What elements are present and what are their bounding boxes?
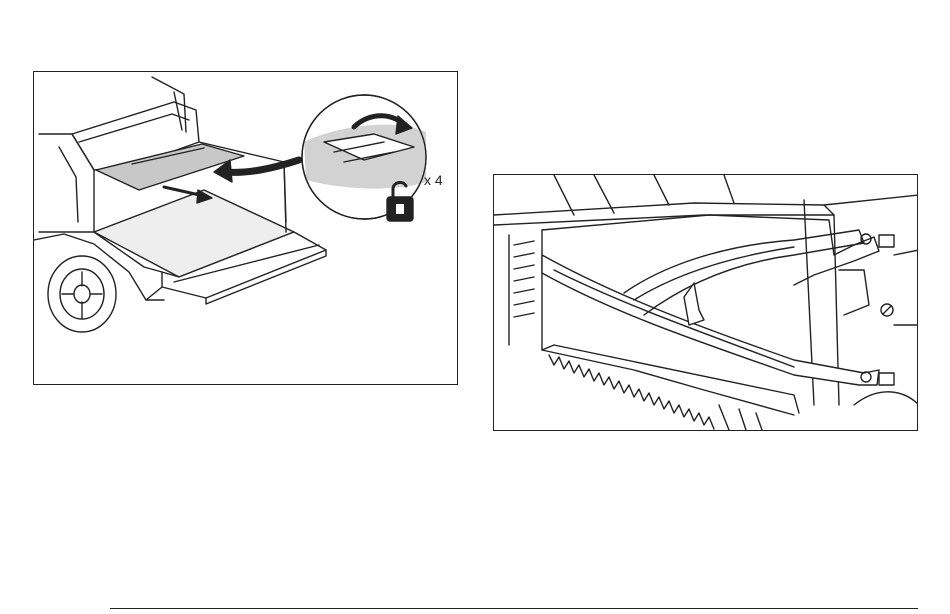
cargo-bed-divider-illustration [494, 175, 918, 431]
figure-cargo-divider [493, 174, 918, 431]
footer-rule [110, 608, 918, 609]
count-label: x 4 [424, 172, 443, 188]
figure-bed-panel-removal: x 4 [33, 71, 458, 385]
truck-bed-illustration [34, 72, 458, 385]
